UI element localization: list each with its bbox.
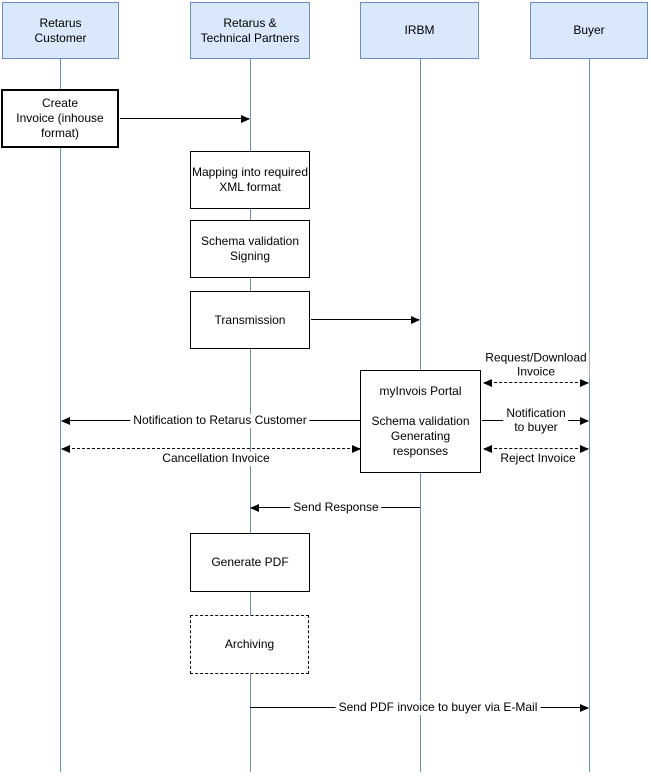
- arrowhead-right-icon: [580, 704, 589, 712]
- lifeline-buyer: [589, 59, 590, 772]
- arrow-reject-invoice: [483, 445, 589, 453]
- process-archiving: Archiving: [190, 615, 309, 674]
- arrowhead-right-icon: [580, 379, 589, 387]
- arrowhead-left-icon: [61, 445, 70, 453]
- actor-irbm: IRBM: [360, 2, 479, 59]
- arrow-create-invoice-to-partners: [120, 115, 250, 123]
- actor-retarus-customer: Retarus Customer: [2, 2, 119, 59]
- arrowhead-right-icon: [580, 417, 589, 425]
- arrowhead-left-icon: [483, 445, 492, 453]
- arrowhead-left-icon: [483, 379, 492, 387]
- label-notification-to-retarus-customer: Notification to Retarus Customer: [130, 413, 310, 428]
- arrowhead-right-icon: [241, 115, 250, 123]
- arrowhead-left-icon: [61, 417, 70, 425]
- arrowhead-left-icon: [250, 504, 259, 512]
- actor-retarus-technical-partners: Retarus & Technical Partners: [190, 2, 310, 59]
- process-mapping-xml: Mapping into required XML format: [190, 151, 310, 209]
- arrow-transmission-to-irbm: [311, 316, 420, 324]
- actor-buyer: Buyer: [530, 2, 648, 59]
- process-transmission: Transmission: [190, 291, 310, 349]
- label-send-pdf-email: Send PDF invoice to buyer via E-Mail: [335, 700, 541, 715]
- label-cancellation-invoice: Cancellation Invoice: [159, 451, 273, 466]
- process-generate-pdf: Generate PDF: [190, 533, 310, 592]
- arrowhead-right-icon: [580, 445, 589, 453]
- process-schema-validation-signing: Schema validation Signing: [190, 220, 310, 278]
- label-request-download-invoice: Request/Download Invoice: [482, 351, 590, 379]
- lifeline-retarus-customer: [60, 59, 61, 772]
- arrow-request-download-invoice: [483, 379, 589, 387]
- arrow-cancellation-invoice: [61, 445, 361, 453]
- process-myinvois-portal: myInvois Portal Schema validation Genera…: [360, 370, 481, 473]
- arrowhead-right-icon: [411, 316, 420, 324]
- label-send-response: Send Response: [290, 500, 382, 515]
- process-create-invoice: Create Invoice (inhouse format): [1, 89, 119, 148]
- label-notification-to-buyer: Notification to buyer: [503, 406, 569, 435]
- label-reject-invoice: Reject Invoice: [497, 451, 579, 466]
- arrowhead-right-icon: [352, 445, 361, 453]
